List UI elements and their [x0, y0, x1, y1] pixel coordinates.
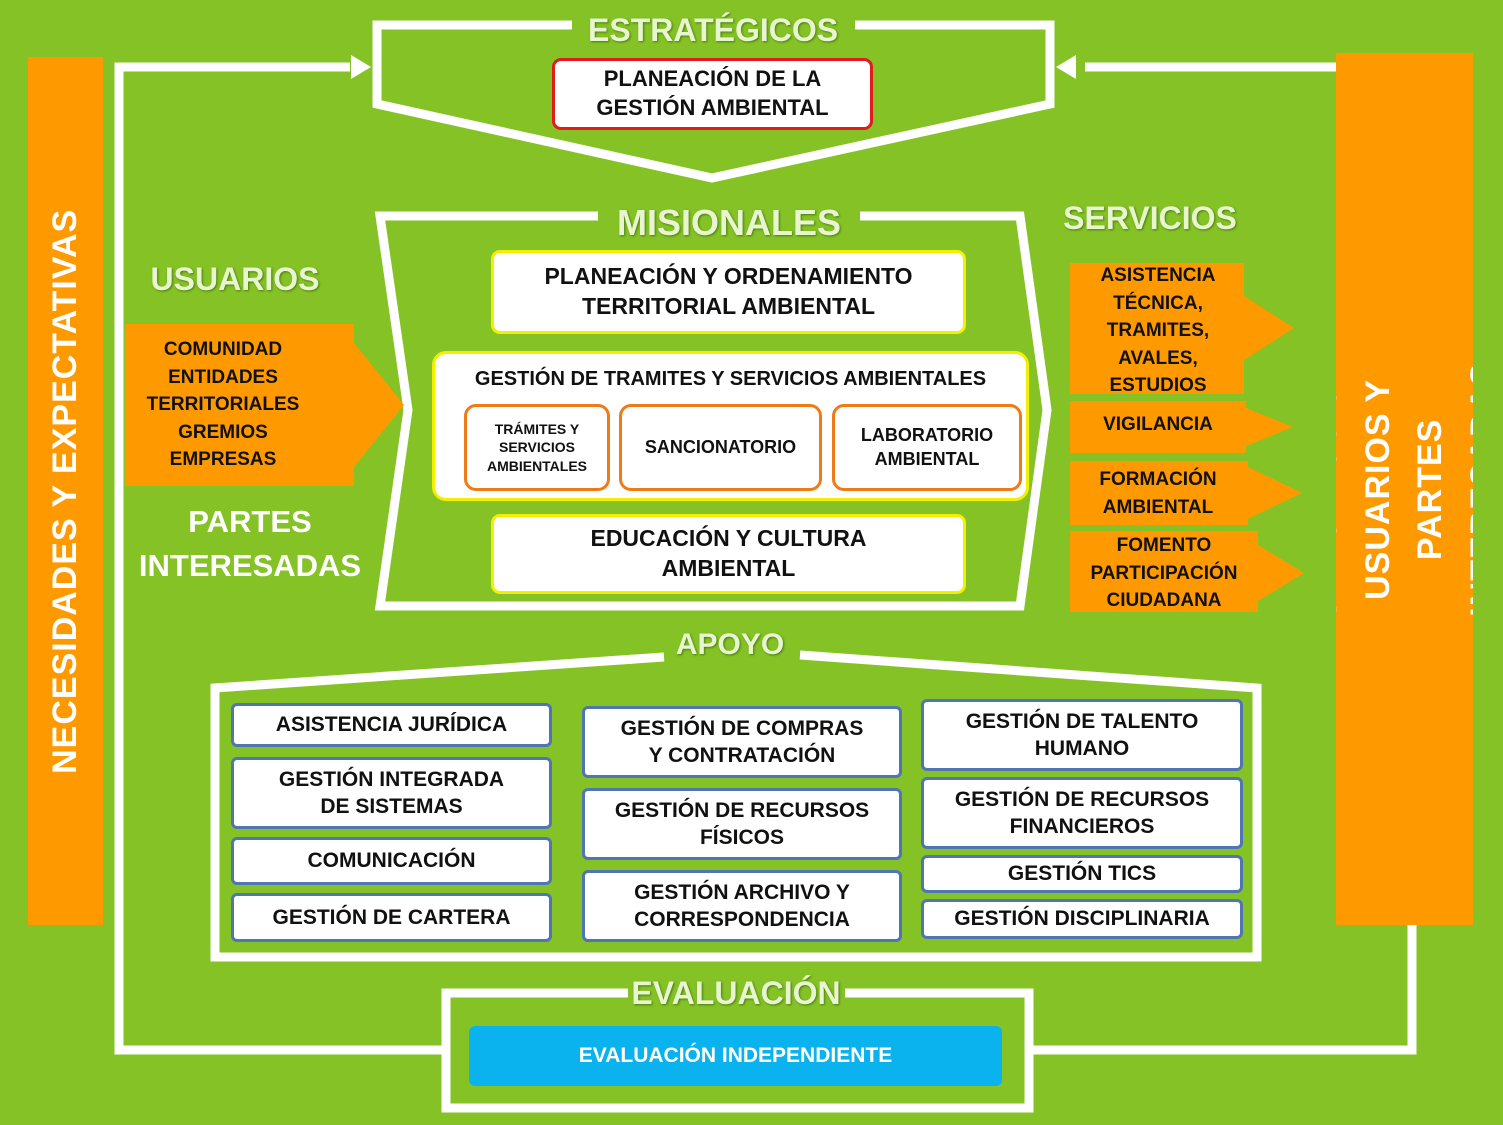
right-bar-text: SATISFACCIÓN USUARIOS Y PARTES INTERESAD… — [1336, 357, 1473, 621]
usuarios-list: COMUNIDAD ENTIDADES TERRITORIALES GREMIO… — [146, 339, 300, 471]
gestion-recursos-financieros-box: GESTIÓN DE RECURSOS FINANCIEROS — [921, 777, 1243, 849]
evaluacion-independiente-box: EVALUACIÓN INDEPENDIENTE — [469, 1026, 1002, 1086]
evaluacion-frame — [441, 988, 1034, 1113]
planeacion-gestion-box: PLANEACIÓN DE LA GESTIÓN AMBIENTAL — [552, 58, 873, 130]
sancionatorio-box: SANCIONATORIO — [619, 404, 822, 491]
gestion-recursos-fisicos-box: GESTIÓN DE RECURSOS FÍSICOS — [582, 788, 902, 860]
servicio-arrow-icon — [1070, 263, 1294, 394]
gestion-integrada-box: GESTIÓN INTEGRADA DE SISTEMAS — [231, 757, 552, 829]
gestion-tics-box: GESTIÓN TICS — [921, 855, 1243, 893]
gestion-disciplinaria-box: GESTIÓN DISCIPLINARIA — [921, 899, 1243, 939]
estrategicos-frame — [372, 20, 1055, 183]
left-bar-text: NECESIDADES Y EXPECTATIVAS — [46, 208, 85, 774]
partes-interesadas-label: PARTES INTERESADAS — [138, 504, 362, 584]
servicio-arrow-icon — [1070, 401, 1293, 453]
usuarios-title: USUARIOS — [150, 261, 320, 297]
gestion-archivo-box: GESTIÓN ARCHIVO Y CORRESPONDENCIA — [582, 870, 902, 942]
estrategicos-title: ESTRATÉGICOS — [588, 10, 839, 50]
servicio-vigilancia: VIGILANCIA — [1103, 414, 1213, 435]
tramites-servicios-box: TRÁMITES Y SERVICIOS AMBIENTALES — [464, 404, 610, 491]
servicio-formacion: FORMACIÓN AMBIENTAL — [1099, 469, 1217, 518]
usuarios-arrow-icon — [125, 324, 404, 486]
gestion-tramites-container: GESTIÓN DE TRAMITES Y SERVICIOS AMBIENTA… — [432, 351, 1029, 501]
arrow-left-icon — [1056, 55, 1076, 79]
planeacion-ordenamiento-box: PLANEACIÓN Y ORDENAMIENTO TERRITORIAL AM… — [491, 250, 966, 334]
gestion-tramites-title: GESTIÓN DE TRAMITES Y SERVICIOS AMBIENTA… — [474, 368, 987, 390]
servicio-arrow-icon — [1070, 461, 1302, 525]
gestion-talento-box: GESTIÓN DE TALENTO HUMANO — [921, 699, 1243, 771]
servicio-fomento: FOMENTO PARTICIPACIÓN CIUDADANA — [1090, 535, 1238, 612]
servicios-title: SERVICIOS — [1063, 200, 1237, 236]
arrow-right-icon — [351, 55, 371, 79]
apoyo-title: APOYO — [668, 625, 792, 665]
misionales-frame — [374, 211, 1052, 611]
right-bar: SATISFACCIÓN USUARIOS Y PARTES INTERESAD… — [1336, 53, 1473, 925]
servicio-asistencia: ASISTENCIA TÉCNICA, TRAMITES, AVALES, ES… — [1100, 265, 1216, 397]
comunicacion-box: COMUNICACIÓN — [231, 837, 552, 885]
apoyo-frame — [210, 650, 1262, 962]
asistencia-juridica-box: ASISTENCIA JURÍDICA — [231, 703, 552, 747]
left-bar: NECESIDADES Y EXPECTATIVAS — [28, 57, 103, 925]
evaluacion-title: EVALUACIÓN — [630, 972, 842, 1014]
educacion-cultura-box: EDUCACIÓN Y CULTURA AMBIENTAL — [491, 514, 966, 594]
outer-loop-line — [114, 62, 445, 1055]
misionales-title: MISIONALES — [604, 200, 854, 246]
gestion-compras-box: GESTIÓN DE COMPRAS Y CONTRATACIÓN — [582, 706, 902, 778]
servicio-arrow-icon — [1070, 531, 1304, 612]
laboratorio-ambiental-box: LABORATORIO AMBIENTAL — [832, 404, 1022, 491]
gestion-cartera-box: GESTIÓN DE CARTERA — [231, 893, 552, 942]
